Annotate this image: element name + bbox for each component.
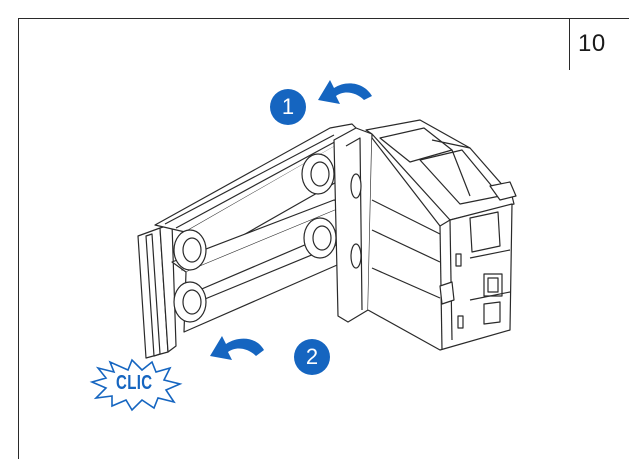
page-frame xyxy=(18,18,629,459)
clic-sound-label: CLIC xyxy=(116,372,153,394)
page-number-divider xyxy=(569,18,570,70)
step-1-badge: 1 xyxy=(270,89,306,125)
roller-bottom-left xyxy=(173,281,207,323)
frame-block xyxy=(333,119,517,351)
roller-top-right xyxy=(301,153,335,195)
roller-top-left xyxy=(173,229,207,271)
curved-arrow-left-icon xyxy=(318,80,372,104)
starburst-icon xyxy=(89,358,183,412)
roller-bottom-right xyxy=(303,217,337,259)
curved-arrow-left-icon xyxy=(210,336,264,360)
step-2-badge: 2 xyxy=(294,339,330,375)
page-number: 10 xyxy=(578,30,606,57)
end-plate xyxy=(137,223,177,359)
